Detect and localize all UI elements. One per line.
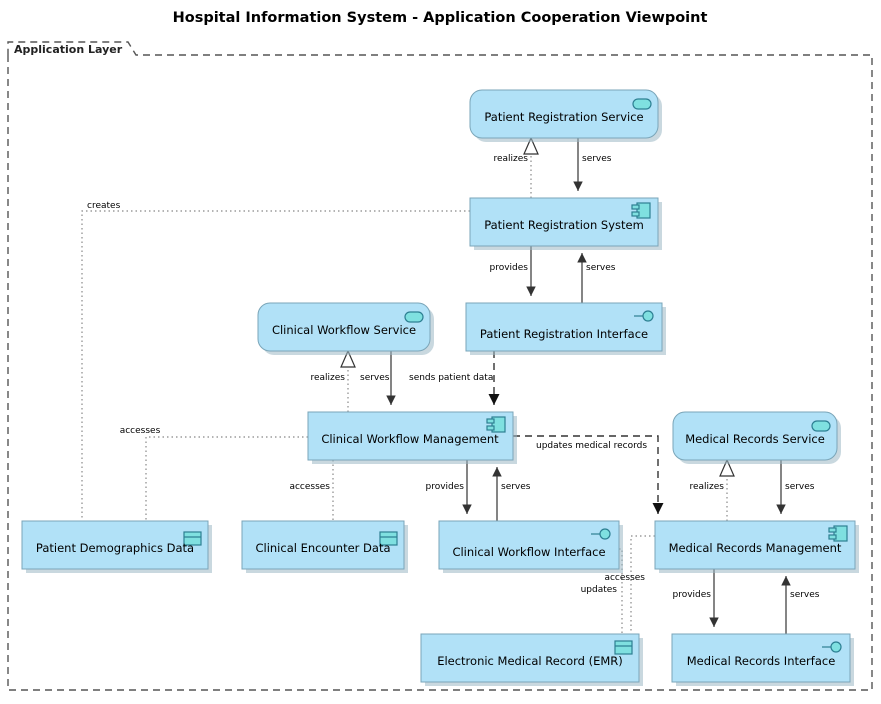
edge-serves-cwinterface-cwmgmt: serves	[492, 467, 531, 521]
node-medical-records-management[interactable]: Medical Records Management	[654, 520, 859, 573]
edge-label: serves	[501, 482, 531, 492]
edge-serves-mrservice-mrmgmt: serves	[776, 460, 815, 514]
node-body[interactable]	[469, 89, 659, 139]
node-label: Patient Demographics Data	[36, 541, 194, 555]
edge-label: creates	[87, 201, 121, 211]
component-icon	[828, 525, 848, 542]
interface-lollipop-icon	[634, 310, 654, 322]
edge-label: sends patient data	[409, 373, 493, 383]
edge-label: provides	[490, 263, 529, 273]
edge-provides-prsystem-printerface: provides	[490, 246, 536, 296]
node-label: Clinical Workflow Service	[272, 323, 416, 337]
node-body[interactable]	[654, 520, 856, 570]
node-clinical-workflow-service[interactable]: Clinical Workflow Service	[257, 302, 434, 355]
interface-lollipop-icon	[591, 528, 611, 540]
realization-arrowhead	[719, 458, 735, 477]
edge-serves-cwservice-cwmgmt: serves	[360, 351, 396, 405]
node-label: Clinical Workflow Management	[321, 432, 499, 446]
data-object-icon	[379, 531, 398, 546]
edge-serves-printerface-prsystem: serves	[577, 253, 616, 303]
node-electronic-medical-record[interactable]: Electronic Medical Record (EMR)	[420, 633, 643, 686]
edge-provides-cwmgmt-cwinterface: provides	[426, 460, 472, 514]
node-clinical-workflow-management[interactable]: Clinical Workflow Management	[307, 411, 517, 464]
edge-label: provides	[673, 590, 712, 600]
edge-label: serves	[360, 373, 390, 383]
node-body[interactable]	[420, 633, 640, 683]
edge-accesses-cwmgmt-demographics: accesses	[120, 426, 308, 521]
node-body[interactable]	[307, 411, 514, 461]
service-rounded-icon	[632, 98, 652, 110]
edge-creates-prsystem-demographics: creates	[81, 201, 470, 521]
node-clinical-encounter-data[interactable]: Clinical Encounter Data	[241, 520, 408, 573]
data-object-icon	[183, 531, 202, 546]
edge-label: accesses	[120, 426, 161, 436]
node-body[interactable]	[257, 302, 431, 352]
node-label: Clinical Workflow Interface	[452, 545, 605, 559]
edge-label: provides	[426, 482, 465, 492]
edge-line	[145, 436, 308, 521]
edge-provides-mrmgmt-mrinterface: provides	[673, 569, 719, 627]
edge-serves-mrinterface-mrmgmt: serves	[781, 576, 820, 634]
node-body[interactable]	[672, 411, 838, 461]
node-clinical-workflow-interface[interactable]: Clinical Workflow Interface	[438, 520, 623, 573]
edge-label: realizes	[689, 482, 724, 492]
edge-serves-prservice-prsystem: serves	[573, 138, 612, 191]
node-body[interactable]	[671, 633, 851, 683]
edge-accesses-mrmgmt-emr: accesses	[604, 535, 655, 634]
edge-label: serves	[586, 263, 616, 273]
node-label: Medical Records Management	[669, 541, 842, 555]
layer-title: Application Layer	[14, 43, 123, 56]
node-patient-demographics-data[interactable]: Patient Demographics Data	[21, 520, 212, 573]
edge-label: serves	[582, 154, 612, 164]
edge-line	[81, 210, 470, 521]
node-patient-registration-system[interactable]: Patient Registration System	[469, 197, 662, 250]
edge-line	[513, 435, 664, 514]
node-label: Patient Registration Service	[484, 110, 643, 124]
node-label: Patient Registration Interface	[480, 327, 648, 341]
edge-realizes-prsystem-prservice: realizes	[493, 136, 539, 198]
edge-label: accesses	[604, 573, 645, 583]
edge-sends-patient-data: sends patient data	[409, 351, 500, 405]
data-object-icon	[614, 640, 633, 655]
node-medical-records-service[interactable]: Medical Records Service	[672, 411, 841, 464]
application-layer-group: Application Layer	[7, 41, 873, 691]
edge-label: updates medical records	[536, 441, 647, 451]
edge-label: realizes	[493, 154, 528, 164]
service-rounded-icon	[404, 311, 424, 323]
service-rounded-icon	[811, 420, 831, 432]
edge-line	[630, 535, 655, 634]
node-label: Medical Records Service	[685, 432, 825, 446]
edge-realizes-cwmgmt-cwservice: realizes	[310, 349, 356, 412]
layer-frame-outline	[7, 41, 873, 691]
edge-label: serves	[790, 590, 820, 600]
edge-label: serves	[785, 482, 815, 492]
edge-accesses-cwmgmt-encounter: accesses	[289, 460, 334, 521]
node-label: Patient Registration System	[484, 218, 644, 232]
component-icon	[486, 416, 506, 433]
component-icon	[631, 202, 651, 219]
node-patient-registration-interface[interactable]: Patient Registration Interface	[465, 302, 666, 355]
node-body[interactable]	[241, 520, 405, 570]
edge-label: updates	[581, 585, 618, 595]
page-title: Hospital Information System - Applicatio…	[173, 10, 708, 26]
edge-label: accesses	[289, 482, 330, 492]
edge-updates-medical-records: updates medical records	[513, 435, 664, 514]
node-body[interactable]	[469, 197, 659, 247]
edge-realizes-mrmgmt-mrservice: realizes	[689, 458, 735, 521]
node-body[interactable]	[438, 520, 620, 570]
node-body[interactable]	[465, 302, 663, 352]
edge-label: realizes	[310, 373, 345, 383]
node-label: Clinical Encounter Data	[255, 541, 390, 555]
realization-arrowhead	[340, 349, 356, 368]
node-patient-registration-service[interactable]: Patient Registration Service	[469, 89, 662, 142]
node-medical-records-interface[interactable]: Medical Records Interface	[671, 633, 854, 686]
realization-arrowhead	[523, 136, 539, 155]
node-body[interactable]	[21, 520, 209, 570]
node-label: Electronic Medical Record (EMR)	[437, 654, 623, 668]
interface-lollipop-icon	[822, 641, 842, 653]
node-label: Medical Records Interface	[687, 654, 836, 668]
